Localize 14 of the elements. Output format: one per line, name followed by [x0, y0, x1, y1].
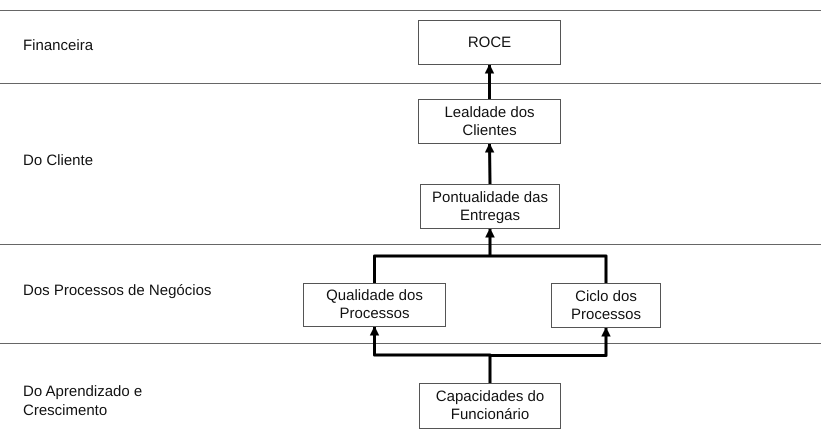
arrow [484, 143, 494, 184]
process-box: Qualidade dos Processos [303, 283, 446, 327]
perspective-label: Do Aprendizado e Crescimento [23, 382, 144, 420]
perspective-label: Financeira [23, 36, 94, 55]
arrow [488, 327, 611, 383]
process-box: Lealdade dos Clientes [418, 99, 561, 144]
perspective-label: Dos Processos de Negócios [23, 281, 212, 300]
process-box: Pontualidade das Entregas [420, 184, 560, 229]
process-box: Ciclo dos Processos [551, 283, 661, 328]
process-box: Capacidades do Funcionário [419, 383, 561, 429]
process-box: ROCE [418, 20, 561, 65]
arrow [484, 64, 494, 99]
arrow [485, 228, 608, 283]
perspective-label: Do Cliente [23, 151, 94, 170]
